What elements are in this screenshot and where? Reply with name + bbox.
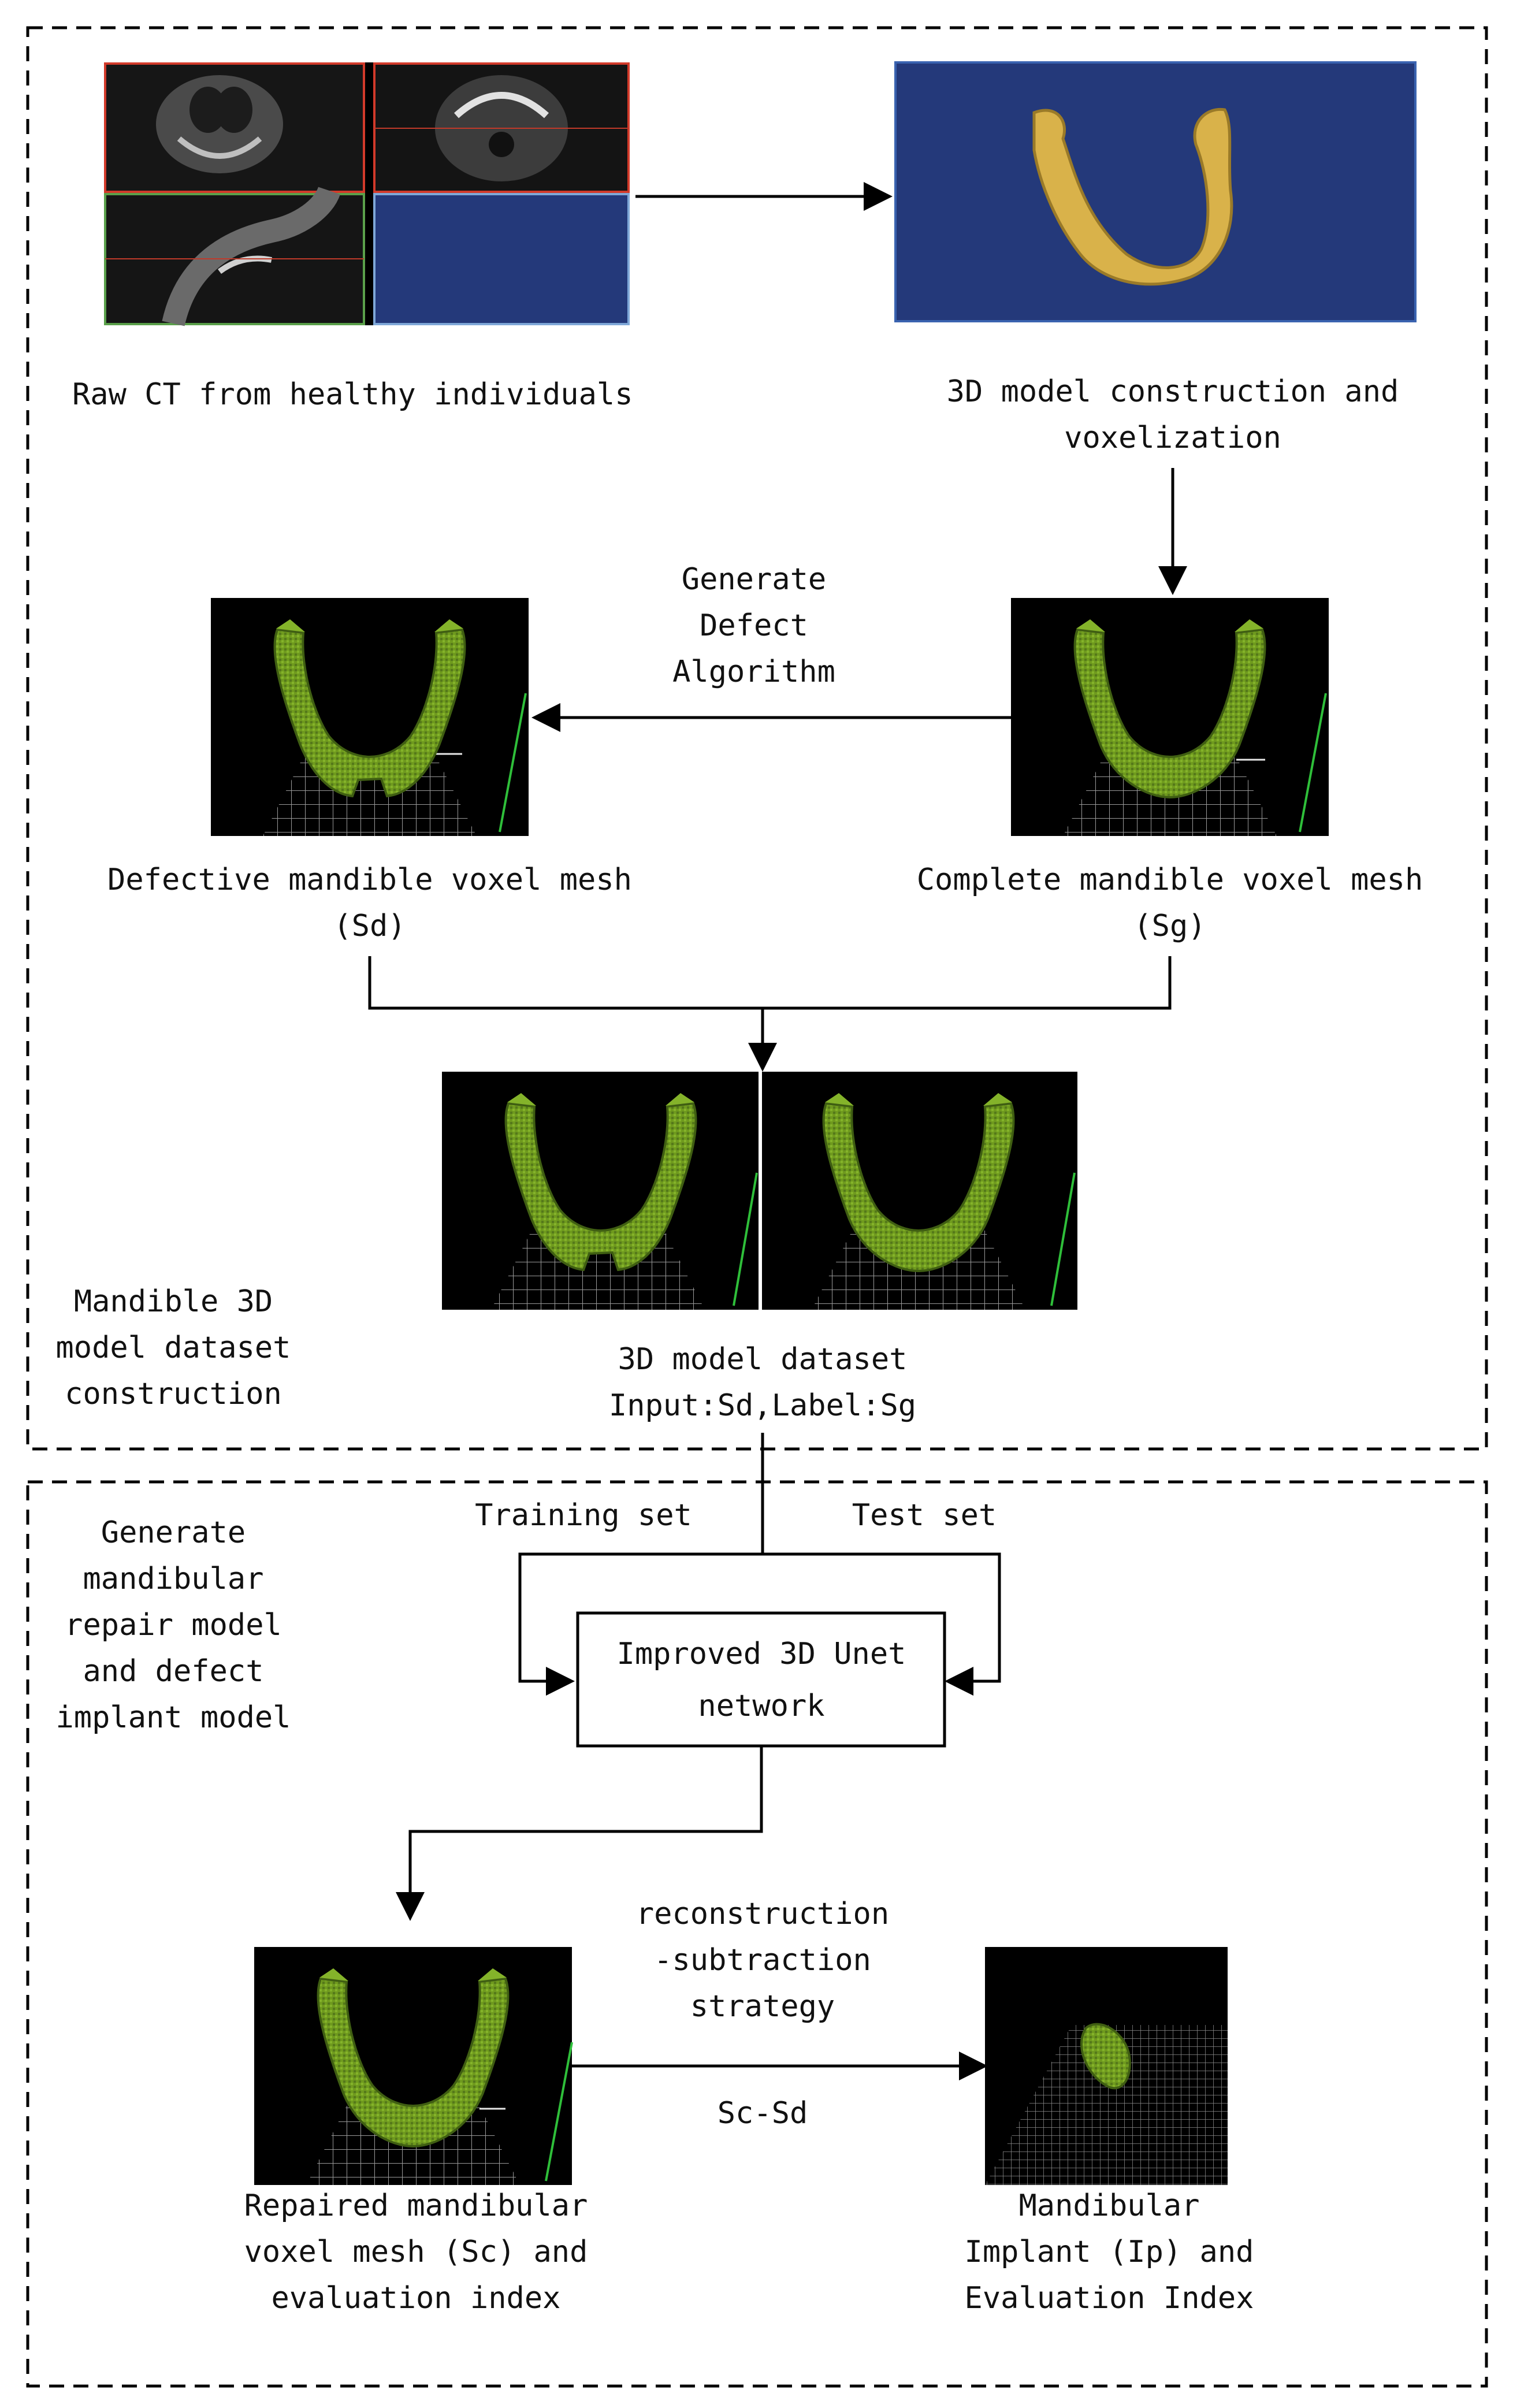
section2-label-line5: implant model xyxy=(56,1700,291,1735)
arrow-training-set xyxy=(518,1552,763,1696)
arrow-network-to-repaired xyxy=(396,1746,763,1921)
implant-label-line2: Implant (Ip) and xyxy=(965,2235,1254,2269)
test-set-label: Test set xyxy=(852,1498,997,1533)
training-set-label: Training set xyxy=(475,1498,692,1533)
dataset-image-pair xyxy=(442,1072,1077,1310)
repaired-label-line1: Repaired mandibular xyxy=(244,2188,588,2223)
raw-ct-image xyxy=(104,62,630,326)
section2-label-line2: mandibular xyxy=(83,1562,263,1596)
dataset-construction-section xyxy=(26,26,1488,1451)
strategy-label-line2: -subtraction xyxy=(654,1943,871,1978)
section1-label-line2: model dataset xyxy=(56,1331,291,1365)
complete-mesh-label-line1: Complete mandible voxel mesh xyxy=(917,863,1423,897)
network-label-line1: Improved 3D Unet xyxy=(617,1637,906,1671)
strategy-label-line3: strategy xyxy=(690,1989,835,2024)
merge-connector xyxy=(368,956,1172,1010)
section1-label-line1: Mandible 3D xyxy=(74,1284,273,1319)
subtraction-label: Sc-Sd xyxy=(718,2096,808,2131)
defective-mesh-image xyxy=(211,598,529,836)
generate-defect-label-line1: Generate xyxy=(682,562,826,597)
generate-defect-label-line2: Defect xyxy=(700,608,808,643)
model-construction-label-line2: voxelization xyxy=(1064,421,1281,455)
section2-label-line3: repair model xyxy=(65,1608,282,1643)
section2-label-line1: Generate xyxy=(101,1515,246,1550)
repaired-label-line3: evaluation index xyxy=(272,2281,561,2316)
generate-defect-label-line3: Algorithm xyxy=(672,655,835,689)
arrow-test-set xyxy=(763,1552,1001,1696)
3d-bone-model-image xyxy=(894,61,1417,322)
dataset-label-line1: 3D model dataset xyxy=(618,1342,908,1377)
repaired-mesh-image xyxy=(254,1947,573,2185)
raw-ct-label: Raw CT from healthy individuals xyxy=(72,377,633,412)
section2-label-line4: and defect xyxy=(83,1654,263,1689)
defective-mesh-label-line1: Defective mandible voxel mesh xyxy=(107,863,632,897)
network-label-line2: network xyxy=(698,1689,824,1723)
repair-model-section xyxy=(26,1480,1488,2388)
section1-label-line3: construction xyxy=(65,1377,282,1411)
implant-label-line3: Evaluation Index xyxy=(965,2281,1254,2316)
network-box xyxy=(576,1611,946,1748)
model-construction-label-line1: 3D model construction and xyxy=(947,374,1399,409)
defective-mesh-label-line2: (Sd) xyxy=(333,909,406,943)
implant-label-line1: Mandibular xyxy=(1018,2188,1199,2223)
complete-mesh-label-line2: (Sg) xyxy=(1133,909,1206,943)
strategy-label-line1: reconstruction xyxy=(636,1897,889,1931)
complete-mesh-image xyxy=(1011,598,1329,836)
repaired-label-line2: voxel mesh (Sc) and xyxy=(244,2235,588,2269)
implant-image xyxy=(985,1947,1228,2185)
dataset-label-line2: Input:Sd,Label:Sg xyxy=(609,1388,916,1423)
